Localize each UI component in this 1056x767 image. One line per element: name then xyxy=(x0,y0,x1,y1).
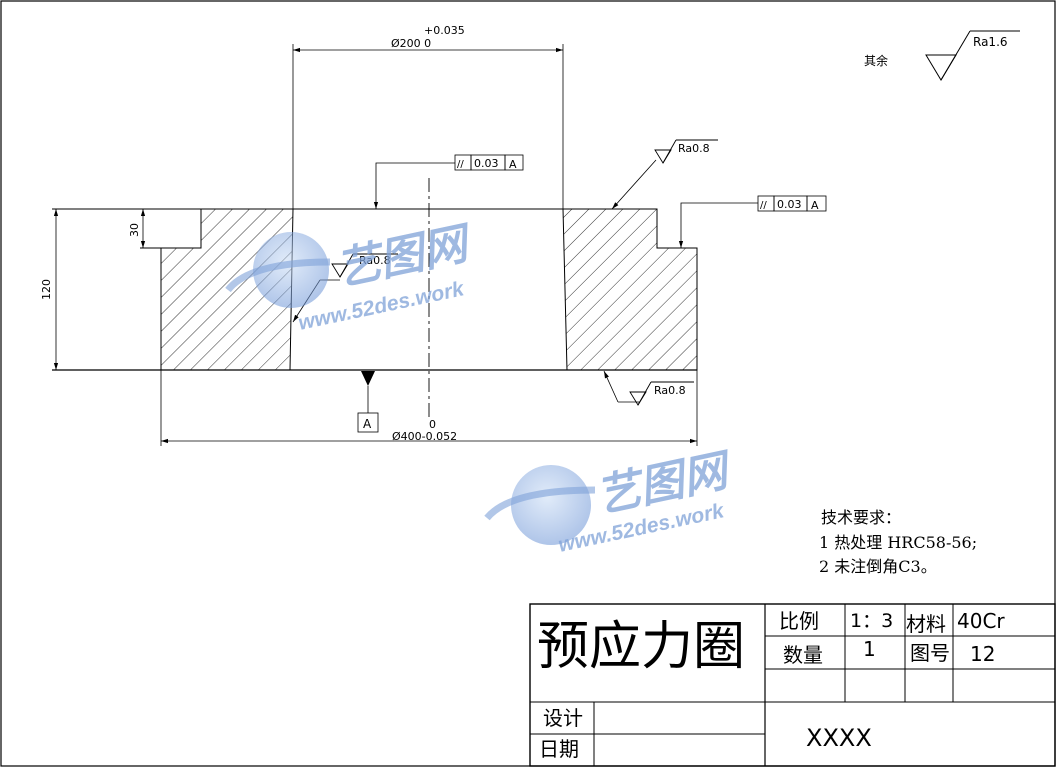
surface-finish-upper-right xyxy=(611,139,718,210)
tolerance-frame-left xyxy=(373,154,524,209)
dimension-top-diameter xyxy=(292,44,564,209)
material-value: 40Cr xyxy=(957,609,1005,633)
top-diameter-value: Ø200 0 xyxy=(391,37,431,50)
surface-finish-general xyxy=(925,30,1020,81)
globe-icon xyxy=(511,465,591,545)
step-depth-value: 30 xyxy=(128,223,141,237)
surface-finish-bottom xyxy=(603,370,694,406)
dimension-bottom-diameter xyxy=(160,370,698,446)
scale-value: 1：3 xyxy=(850,610,893,632)
date-label: 日期 xyxy=(539,737,579,761)
company-name: XXXX xyxy=(806,724,872,752)
surface-general-value: Ra1.6 xyxy=(973,35,1008,49)
globe-icon xyxy=(253,232,329,308)
quantity-label: 数量 xyxy=(783,643,823,667)
title-block xyxy=(529,603,1056,767)
tolerance-right-value: 0.03 xyxy=(777,198,802,211)
designer-label: 设计 xyxy=(543,706,583,730)
surface-bottom-value: Ra0.8 xyxy=(654,384,686,397)
material-label: 材料 xyxy=(906,612,946,636)
surface-upper-right-value: Ra0.8 xyxy=(678,142,710,155)
tolerance-left-symbol: // xyxy=(457,159,464,170)
surface-bore-value: Ra0.8 xyxy=(359,254,391,267)
notes-item-1: 1 热处理 HRC58-56; xyxy=(819,533,977,552)
drawing-no-value: 12 xyxy=(970,642,995,666)
top-diameter-tolerance: +0.035 xyxy=(424,24,465,37)
tolerance-left-datum: A xyxy=(509,158,517,171)
bottom-diameter-tolerance: 0 xyxy=(429,418,436,431)
part-name: 预应力圈 xyxy=(537,617,745,677)
drawing-no-label: 图号 xyxy=(910,641,950,665)
notes-item-2: 2 未注倒角C3。 xyxy=(819,557,937,576)
surface-general-label: 其余 xyxy=(864,53,888,68)
notes-title: 技术要求： xyxy=(821,508,901,527)
scale-label: 比例 xyxy=(779,609,819,633)
tolerance-right-datum: A xyxy=(811,199,819,212)
tolerance-right-symbol: // xyxy=(760,200,767,211)
datum-label: A xyxy=(363,417,372,431)
height-value: 120 xyxy=(40,279,53,300)
tolerance-left-value: 0.03 xyxy=(474,157,499,170)
tolerance-frame-right xyxy=(678,195,827,248)
bottom-diameter-value: Ø400-0.052 xyxy=(392,430,457,443)
watermark-lower: 艺图网 www.52des.work xyxy=(484,445,737,557)
datum-symbol xyxy=(357,371,379,433)
quantity-value: 1 xyxy=(863,637,876,661)
